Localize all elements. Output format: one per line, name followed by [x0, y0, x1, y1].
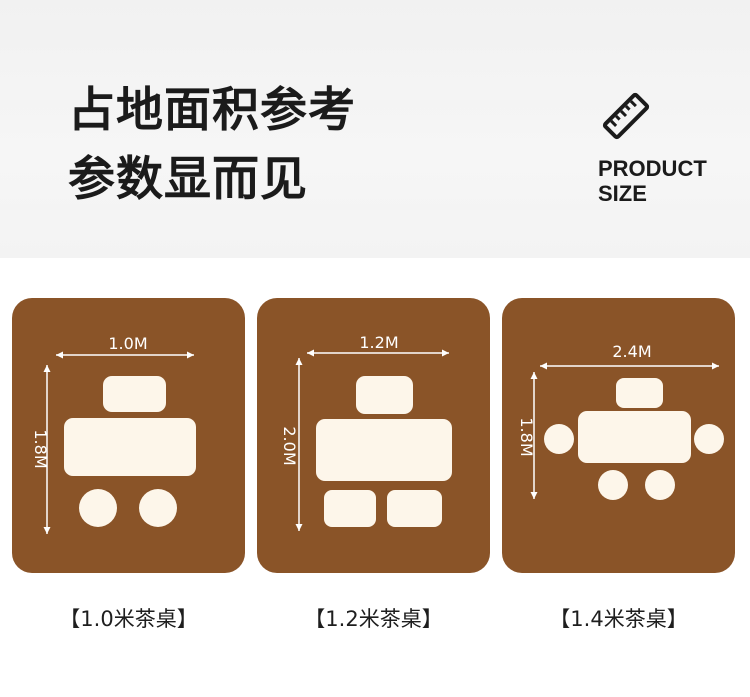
caption-3: 【1.4米茶桌】: [549, 607, 688, 631]
width-label: 1.2M: [359, 333, 398, 352]
table: [316, 419, 452, 481]
arrow-left: [56, 351, 63, 359]
layout-diagram-3: 2.4M 1.8M: [517, 342, 724, 500]
product-size-label-line-1: PRODUCT: [598, 156, 707, 181]
caption-2: 【1.2米茶桌】: [304, 607, 443, 631]
product-size-label-line-2: SIZE: [598, 181, 647, 206]
stool-bottom-left: [598, 470, 628, 500]
ruler-icon: [602, 92, 650, 140]
depth-label: 2.0M: [280, 426, 299, 465]
depth-label: 1.8M: [31, 429, 50, 468]
arrow-right: [187, 351, 194, 359]
arrow-right: [712, 362, 719, 370]
chair-top: [616, 378, 663, 408]
arrow-up: [295, 358, 303, 365]
chair-top: [356, 376, 413, 414]
layout-card-3: 2.4M 1.8M: [502, 298, 735, 573]
arrow-up: [530, 372, 538, 379]
depth-label: 1.8M: [517, 417, 536, 456]
stool-left: [544, 424, 574, 454]
layout-card-1: 1.0M 1.8M: [12, 298, 245, 573]
caption-1: 【1.0米茶桌】: [59, 607, 198, 631]
width-label: 2.4M: [612, 342, 651, 361]
table: [64, 418, 196, 476]
arrow-right: [442, 349, 449, 357]
chair-bottom-right: [387, 490, 442, 527]
headline-line-2: 参数显而见: [68, 152, 308, 207]
layout-card-2: 1.2M 2.0M: [257, 298, 490, 573]
layout-diagram-2: 1.2M 2.0M: [280, 333, 452, 531]
chair-bottom-left: [324, 490, 376, 527]
stool-left: [79, 489, 117, 527]
stool-bottom-right: [645, 470, 675, 500]
width-label: 1.0M: [108, 334, 147, 353]
stool-right: [694, 424, 724, 454]
layout-diagram-1: 1.0M 1.8M: [31, 334, 196, 534]
table: [578, 411, 691, 463]
stool-right: [139, 489, 177, 527]
chair-top: [103, 376, 166, 412]
headline-line-1: 占地面积参考: [68, 83, 356, 138]
arrow-down: [295, 524, 303, 531]
arrow-down: [530, 492, 538, 499]
arrow-down: [43, 527, 51, 534]
arrow-left: [540, 362, 547, 370]
arrow-left: [307, 349, 314, 357]
arrow-up: [43, 365, 51, 372]
